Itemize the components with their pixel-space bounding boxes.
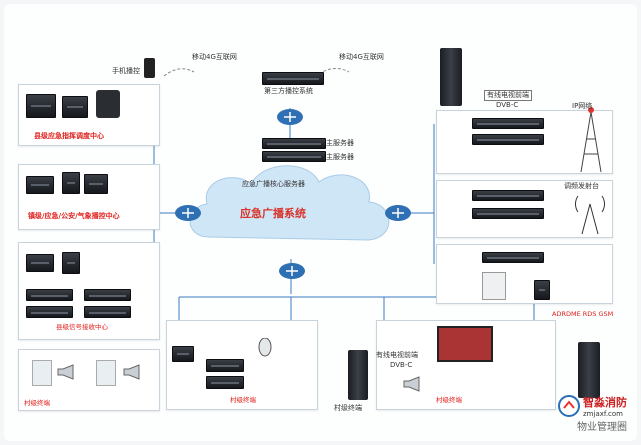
main-server-1: [262, 138, 326, 149]
wall-panel-1: [32, 360, 52, 386]
dvbc-bottom-label: DVB-C: [390, 361, 413, 369]
router-icon-right: [385, 205, 411, 221]
mixer: [26, 176, 54, 194]
fm-station-label: 调频发射台: [564, 182, 599, 190]
mixer-2: [26, 254, 54, 272]
main-server-2: [262, 151, 326, 162]
terminal-c-label: 村级终端: [436, 396, 462, 404]
monitor: [84, 174, 108, 194]
rack-unit-2: [84, 289, 131, 301]
small-receiver: [534, 280, 550, 300]
amp-unit-2: [206, 376, 244, 389]
radio-right-label: ADRDME RDS GSM: [552, 310, 614, 318]
encoder-1: [472, 118, 544, 129]
diagram-canvas: 应急广播系统 应急广播核心服务器 主服务器 主服务器 手机播控 移动4G互联网 …: [4, 4, 637, 441]
cable-bottom-label: 有线电视前端: [376, 351, 418, 359]
watermark-url: zmjaxf.com: [583, 410, 624, 418]
rack-unit-4: [84, 306, 131, 318]
speaker-column-bottom: [348, 350, 368, 400]
dvbc-top-label: DVB-C: [496, 101, 519, 109]
cloud-shape: [189, 165, 390, 241]
dish-antenna-icon: [258, 338, 272, 357]
speaker-horn-icon: [403, 376, 420, 392]
mobile-label: 手机播控: [112, 67, 140, 75]
third-party-label: 第三方播控系统: [264, 87, 313, 95]
wall-panel-2: [96, 360, 116, 386]
encoder-2: [472, 134, 544, 145]
network-label: IP网络: [572, 102, 593, 110]
console-1: [26, 94, 56, 118]
watermark-title: 智淼消防: [583, 396, 627, 409]
amp-unit-1: [206, 359, 244, 372]
console-2: [62, 96, 88, 118]
video-screen: [437, 326, 493, 362]
server1-label: 主服务器: [326, 139, 354, 147]
transmitter-1: [472, 190, 544, 201]
router-icon-top: [277, 109, 303, 125]
receiver-unit: [482, 252, 544, 263]
antenna-tower-icon: [580, 107, 602, 173]
cable-tv-tag: 有线电视前端: [484, 90, 532, 101]
internet-left-label: 移动4G互联网: [192, 53, 237, 61]
rack-unit-1: [26, 289, 73, 301]
watermark: 智淼消防 zmjaxf.com 物业管理圈: [558, 394, 627, 433]
server2-label: 主服务器: [326, 153, 354, 161]
third-party-device: [262, 72, 324, 85]
phone-icon: [144, 58, 155, 78]
phone-device: [96, 90, 120, 118]
internet-right-label: 移动4G互联网: [339, 53, 384, 61]
pc-tower: [62, 172, 80, 194]
mic-console: [172, 346, 194, 362]
cloud-label: 应急广播系统: [240, 207, 306, 220]
core-server-label: 应急广播核心服务器: [242, 180, 305, 188]
router-icon-left: [175, 205, 201, 221]
speaker-horn-icon: [123, 364, 140, 380]
left-panel-1-title: 县级应急指挥调度中心: [34, 132, 104, 140]
pc-tower-2: [62, 252, 80, 274]
left-panel-3-title: 县级信号接收中心: [56, 323, 108, 331]
logo-icon: [558, 395, 580, 417]
speaker-column-right: [578, 342, 600, 398]
terminal-a-label: 村级终端: [230, 396, 256, 404]
cabinet: [482, 272, 506, 300]
speaker-column-top: [440, 48, 462, 106]
terminal-b-label: 村级终端: [334, 404, 362, 412]
transmitter-2: [472, 208, 544, 219]
router-icon-bottom: [279, 263, 305, 279]
left-panel-2-title: 镇级/应急/公安/气象播控中心: [28, 212, 120, 220]
radio-tower-icon: [574, 195, 606, 235]
terminal-d-label: 村级终端: [24, 399, 50, 407]
speaker-horn-icon: [57, 364, 74, 380]
watermark-subtitle: 物业管理圈: [577, 422, 627, 433]
rack-unit-3: [26, 306, 73, 318]
